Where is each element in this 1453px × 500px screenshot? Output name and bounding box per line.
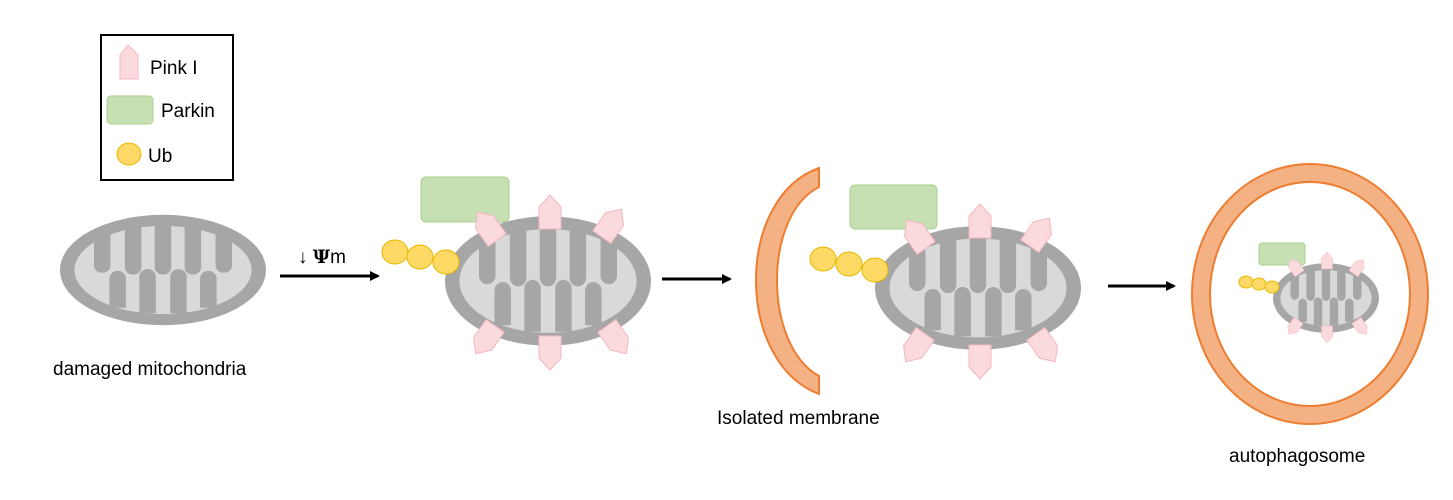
ubiquitin-icon bbox=[116, 142, 142, 166]
label-autophagosome: autophagosome bbox=[1229, 446, 1366, 467]
ubiquitin-chain bbox=[809, 246, 889, 283]
psi-symbol: Ψ bbox=[312, 246, 331, 268]
legend-label-pink-i: Pink I bbox=[150, 58, 198, 79]
psi-subscript-m: m bbox=[330, 247, 346, 268]
membrane-potential-label: ↓ Ψm bbox=[298, 246, 346, 269]
legend-label-ub: Ub bbox=[148, 146, 173, 167]
engulfed-mitochondrion bbox=[809, 184, 1081, 380]
down-arrow-symbol: ↓ bbox=[298, 247, 308, 268]
parkin-block bbox=[849, 184, 938, 230]
label-isolated-membrane: Isolated membrane bbox=[717, 408, 880, 429]
sequestered-mitochondrion bbox=[1238, 242, 1379, 344]
label-damaged-mitochondria: damaged mitochondria bbox=[53, 359, 247, 380]
parkin-icon bbox=[106, 95, 154, 125]
ubiquitin-chain bbox=[381, 239, 460, 275]
damaged-mitochondrion bbox=[60, 214, 267, 326]
isolated-membrane bbox=[755, 166, 820, 396]
pink-i-icon bbox=[119, 44, 139, 80]
ubiquitin-chain bbox=[1238, 275, 1280, 294]
legend-label-parkin: Parkin bbox=[161, 101, 215, 122]
parkin-block bbox=[1258, 242, 1306, 266]
parkin-block bbox=[420, 176, 510, 223]
labelled-mitochondrion bbox=[381, 176, 651, 371]
legend bbox=[100, 34, 234, 181]
